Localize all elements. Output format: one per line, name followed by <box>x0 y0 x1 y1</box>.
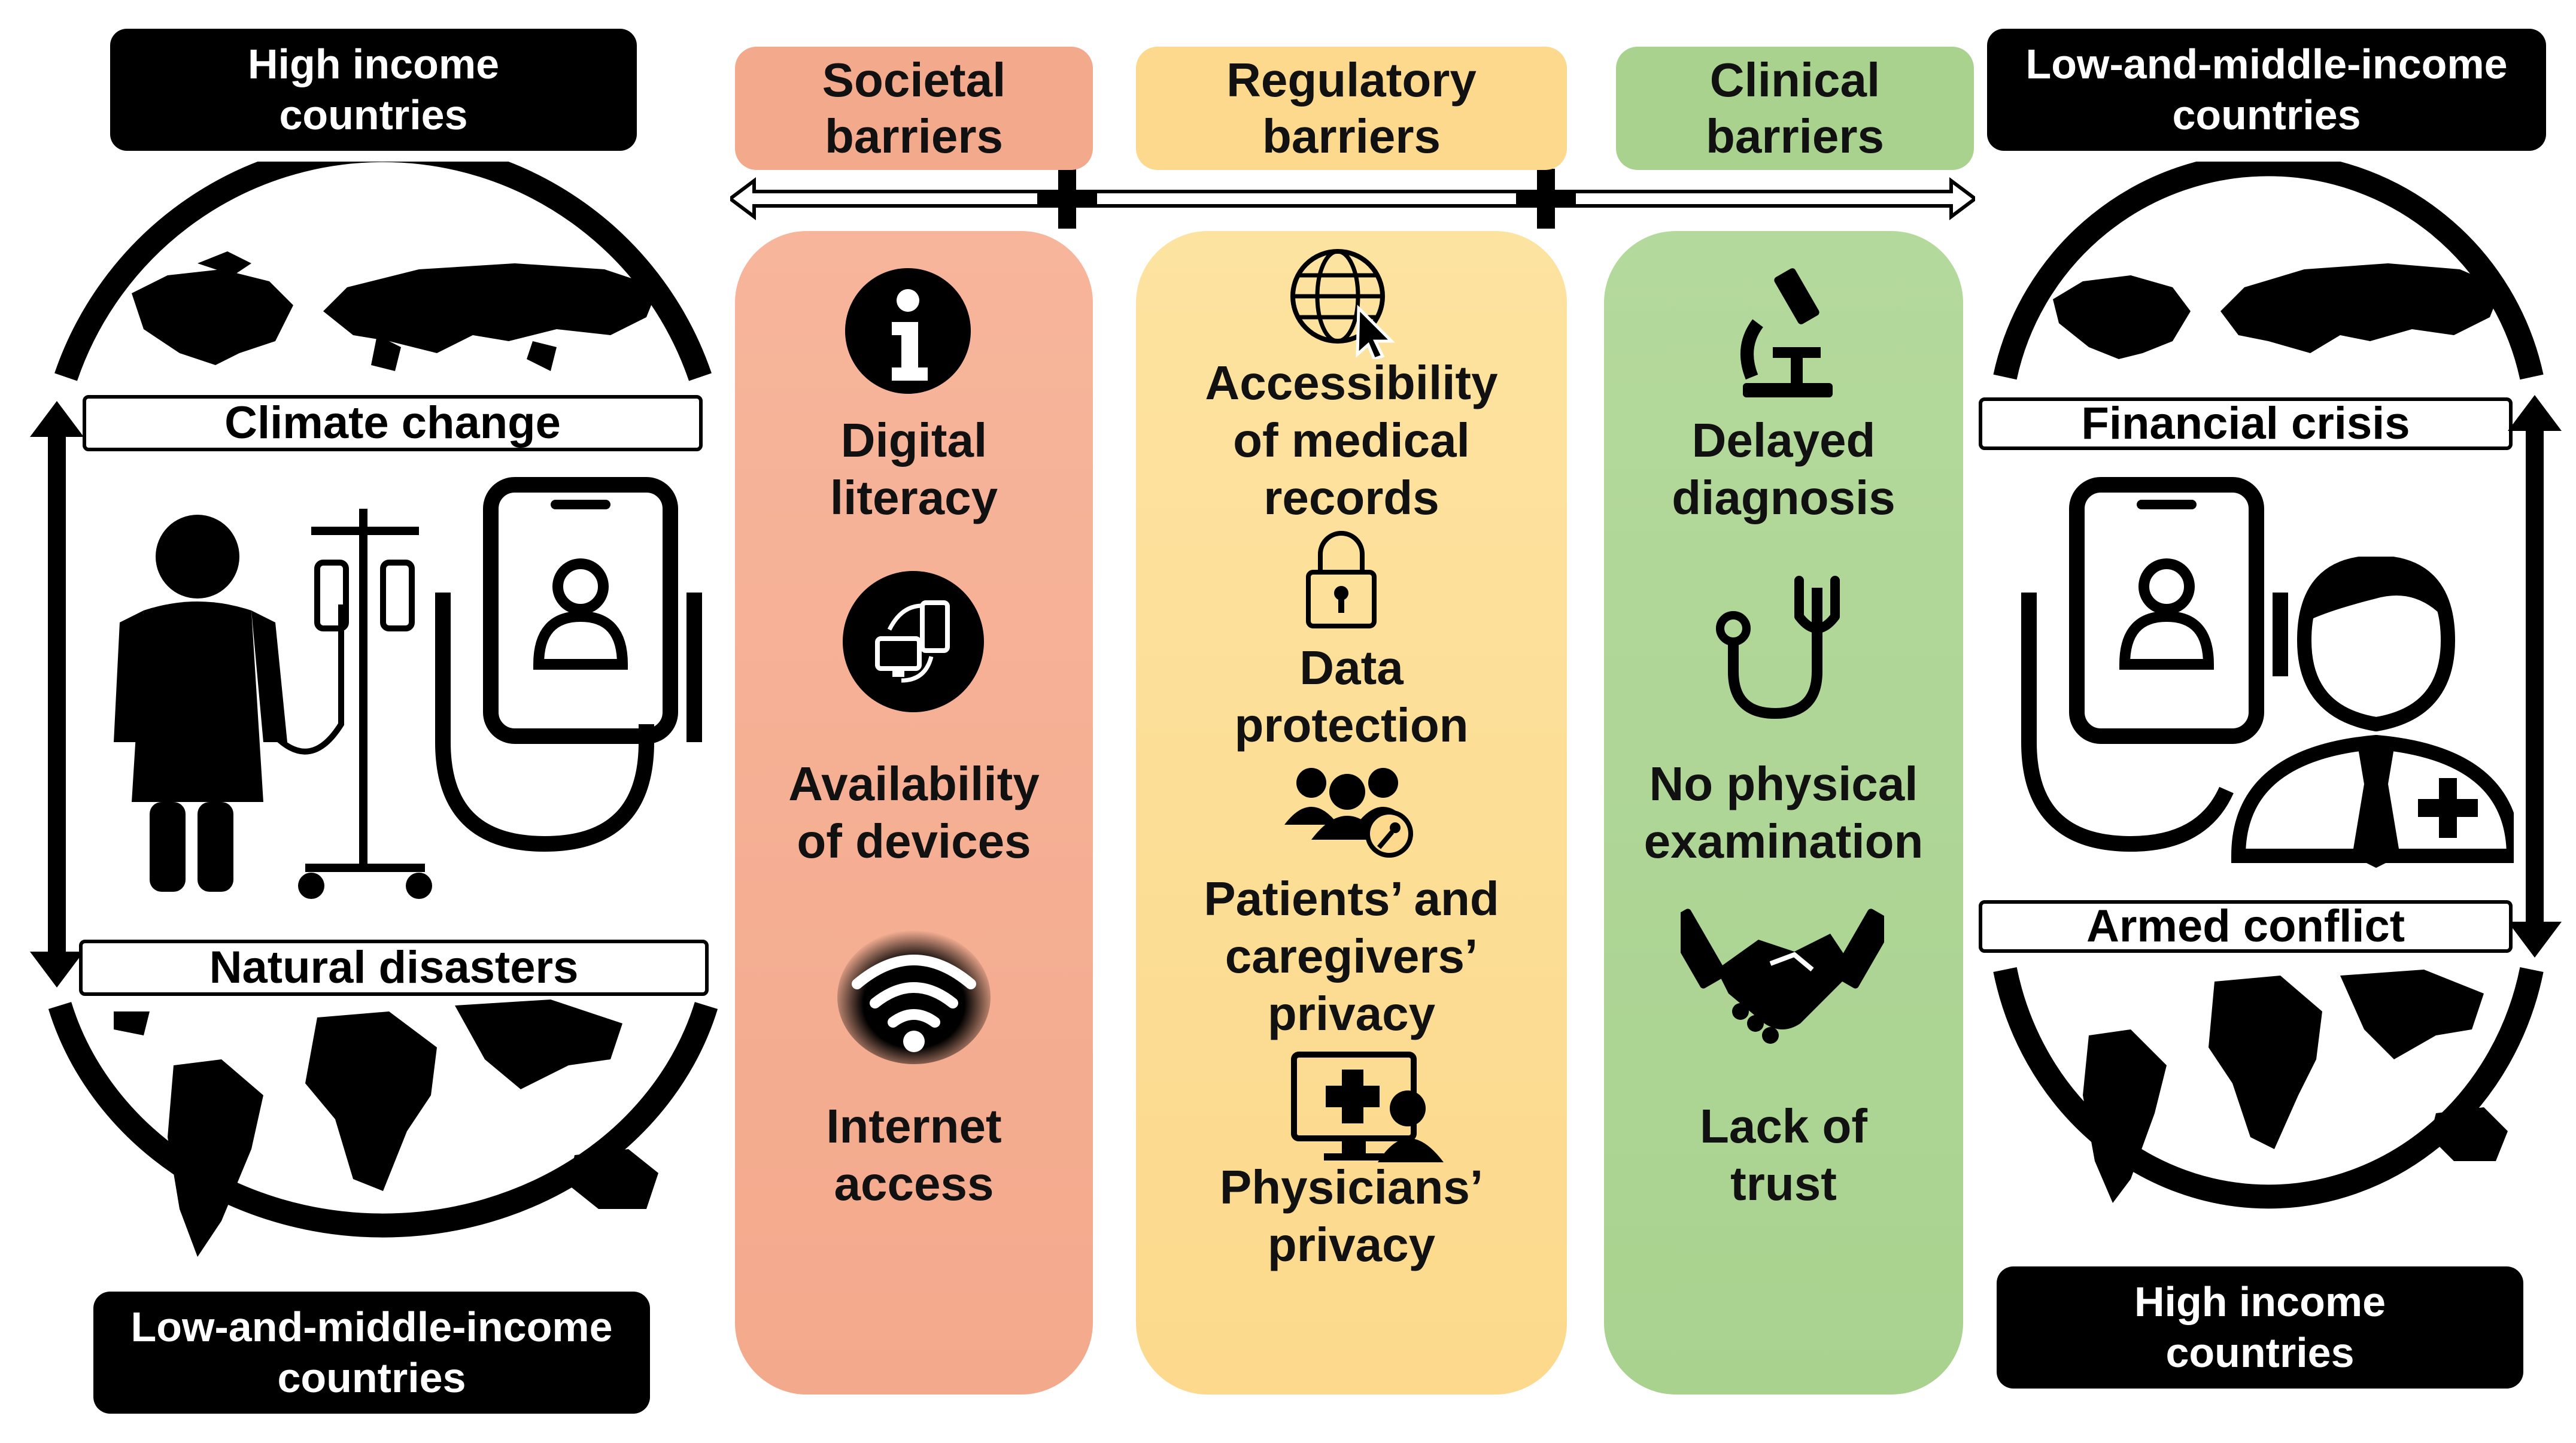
world-map-bottom-left-icon <box>48 1000 718 1257</box>
regulatory-barriers-panel <box>1136 231 1567 1395</box>
patient-iv-icon <box>114 509 432 899</box>
accessibility-of-medical-records-label: Accessibility of medical records <box>1205 356 1498 524</box>
lock-icon <box>1306 531 1377 628</box>
clinical-barriers-header: Clinical barriers <box>1616 47 1974 170</box>
right-bottom-income-box: High income countries <box>1997 1266 2523 1389</box>
physicians-privacy-label: Physicians’ privacy <box>1219 1161 1484 1271</box>
phone-stethoscope-icon <box>435 477 702 852</box>
delayed-diagnosis-label: Delayed diagnosis <box>1672 414 1895 524</box>
group-key-icon <box>1284 768 1413 858</box>
natural-disasters-label: Natural disasters <box>79 940 709 996</box>
availability-of-devices-label: Availability of devices <box>788 757 1040 868</box>
data-protection-label: Data protection <box>1234 641 1469 752</box>
devices-icon <box>843 571 984 712</box>
doctor-icon <box>2231 557 2514 868</box>
digital-literacy-label: Digital literacy <box>830 414 998 524</box>
armed-conflict-label: Armed conflict <box>1979 900 2513 953</box>
handshake-icon <box>1681 909 1884 1044</box>
vertical-double-arrow-icon <box>30 401 84 988</box>
patients-caregivers-privacy-label: Patients’ and caregivers’ privacy <box>1204 872 1499 1040</box>
financial-crisis-label: Financial crisis <box>1979 397 2513 450</box>
no-physical-examination-label: No physical examination <box>1644 757 1924 868</box>
wifi-icon <box>837 930 991 1064</box>
clinical-barriers-panel <box>1604 231 1963 1395</box>
left-bottom-income-box: Low-and-middle-income countries <box>93 1292 650 1414</box>
right-top-income-box: Low-and-middle-income countries <box>1987 29 2546 151</box>
internet-access-label: Internet access <box>826 1099 1002 1210</box>
world-map-bottom-right-icon <box>1993 967 2544 1209</box>
lack-of-trust-label: Lack of trust <box>1699 1099 1868 1210</box>
microscope-icon <box>1740 268 1833 397</box>
monitor-medical-icon <box>1291 1052 1444 1162</box>
phone-stethoscope-right-icon <box>2021 477 2288 852</box>
left-top-income-box: High income countries <box>110 29 637 151</box>
societal-barriers-header: Societal barriers <box>735 47 1093 170</box>
societal-barriers-panel <box>735 231 1093 1395</box>
globe-icon <box>1290 249 1396 359</box>
horizontal-connector-arrow-icon <box>730 169 1975 229</box>
vertical-double-arrow-right-icon <box>2508 395 2562 958</box>
stethoscope-icon <box>1716 576 1840 719</box>
climate-change-label: Climate change <box>83 395 703 451</box>
world-map-top-right-icon <box>1993 162 2544 380</box>
regulatory-barriers-header: Regulatory barriers <box>1136 47 1567 170</box>
world-map-top-left-icon <box>54 162 712 381</box>
info-icon <box>845 268 971 394</box>
